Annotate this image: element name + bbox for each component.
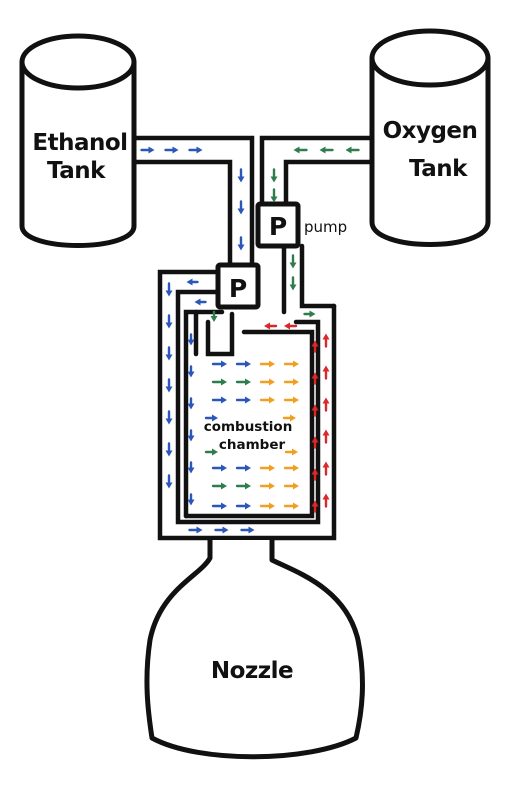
flow-arrow-icon xyxy=(211,378,227,386)
flow-arrow-icon xyxy=(140,146,155,154)
ethanol-tank-label-line2: Tank xyxy=(47,158,106,184)
flow-arrow-icon xyxy=(283,360,299,368)
flow-arrow-icon xyxy=(187,333,195,346)
flow-arrow-icon xyxy=(259,396,275,404)
flow-arrow-icon xyxy=(311,372,319,385)
flow-arrow-icon xyxy=(259,360,275,368)
pump-label: pump xyxy=(304,218,347,236)
flow-arrow-icon xyxy=(283,396,299,404)
flow-arrow-icon xyxy=(284,448,298,456)
flow-arrow-icon xyxy=(165,282,173,297)
flow-arrow-icon xyxy=(259,378,275,386)
flow-arrow-icon xyxy=(282,414,296,422)
flow-arrow-icon xyxy=(259,482,275,490)
flow-arrow-icon xyxy=(188,146,203,154)
flow-arrow-icon xyxy=(283,482,299,490)
oxygen-pump-symbol: P xyxy=(269,212,287,241)
flow-arrow-icon xyxy=(237,168,245,183)
flow-arrow-icon xyxy=(211,360,227,368)
flow-arrow-icon xyxy=(283,502,299,510)
oxygen-tank-label-line2: Tank xyxy=(409,156,468,182)
flow-arrow-icon xyxy=(284,322,298,330)
cooling-jacket xyxy=(157,269,337,541)
flow-arrow-icon xyxy=(259,464,275,472)
flow-arrow-icon xyxy=(165,442,173,457)
oxygen-pipe xyxy=(259,135,375,315)
flow-arrow-icon xyxy=(186,278,199,286)
flow-arrow-icon xyxy=(235,396,251,404)
flow-arrow-icon xyxy=(345,146,360,154)
flow-arrow-icon xyxy=(311,404,319,417)
ethanol-pump: P xyxy=(215,262,261,310)
flow-arrow-icon xyxy=(211,482,227,490)
oxygen-tank: Oxygen Tank xyxy=(369,28,491,247)
flow-arrow-icon xyxy=(322,365,330,380)
flow-arrow-icon xyxy=(235,360,251,368)
nozzle: Nozzle xyxy=(144,537,365,760)
flow-arrow-icon xyxy=(289,276,297,291)
chamber-label-line2: chamber xyxy=(219,437,286,453)
flow-arrow-icon xyxy=(211,502,227,510)
flow-arrow-icon xyxy=(194,298,207,306)
flow-arrow-icon xyxy=(322,429,330,444)
flow-arrow-icon xyxy=(283,464,299,472)
flow-arrow-icon xyxy=(204,414,218,422)
oxygen-pump: P xyxy=(255,201,301,249)
flow-arrow-icon xyxy=(165,378,173,393)
flow-arrow-icon xyxy=(188,526,203,534)
flow-arrow-icon xyxy=(165,346,173,361)
flow-arrow-icon xyxy=(322,397,330,412)
flow-arrow-icon xyxy=(303,310,316,318)
combustion-chamber: combustion chamber xyxy=(204,419,293,453)
ethanol-tank: Ethanol Tank xyxy=(19,33,137,248)
flow-arrow-icon xyxy=(259,502,275,510)
flow-arrow-icon xyxy=(211,464,227,472)
flow-arrow-icon xyxy=(235,464,251,472)
flow-arrow-icon xyxy=(165,410,173,425)
flow-arrow-icon xyxy=(210,310,218,322)
flow-arrow-icon xyxy=(264,322,278,330)
nozzle-label: Nozzle xyxy=(211,658,293,684)
flow-arrow-icon xyxy=(235,502,251,510)
flow-arrow-icon xyxy=(237,200,245,215)
flow-arrow-icon xyxy=(187,365,195,378)
flow-arrow-icon xyxy=(237,236,245,251)
flow-arrow-icon xyxy=(289,254,297,269)
chamber-label-line1: combustion xyxy=(204,419,293,435)
flow-arrow-icon xyxy=(165,314,173,329)
flow-arrow-icon xyxy=(270,188,278,203)
flow-arrow-icon xyxy=(293,146,308,154)
flow-arrow-icon xyxy=(240,526,255,534)
flow-arrow-icon xyxy=(214,526,229,534)
flow-arrow-icon xyxy=(311,436,319,449)
flow-arrow-icon xyxy=(283,378,299,386)
ethanol-pump-symbol: P xyxy=(229,274,247,303)
flow-arrow-icon xyxy=(322,493,330,508)
ethanol-tank-label-line1: Ethanol xyxy=(32,130,127,156)
flow-arrow-icon xyxy=(187,397,195,410)
flow-arrow-icon xyxy=(165,474,173,489)
flow-arrow-icon xyxy=(164,146,179,154)
flow-arrow-icon xyxy=(270,168,278,183)
flow-arrow-icon xyxy=(187,493,195,506)
flow-arrow-icon xyxy=(322,333,330,348)
flow-arrow-icon xyxy=(204,448,218,456)
oxygen-tank-label-line1: Oxygen xyxy=(383,118,478,144)
flow-arrows xyxy=(140,146,360,534)
flow-arrow-icon xyxy=(187,429,195,442)
flow-arrow-icon xyxy=(311,340,319,353)
flow-arrow-icon xyxy=(322,461,330,476)
flow-arrow-icon xyxy=(235,482,251,490)
flow-arrow-icon xyxy=(311,500,319,513)
flow-arrow-icon xyxy=(211,396,227,404)
flow-arrow-icon xyxy=(187,461,195,474)
flow-arrow-icon xyxy=(311,468,319,481)
flow-arrow-icon xyxy=(235,378,251,386)
flow-arrow-icon xyxy=(319,146,334,154)
ethanol-pipe xyxy=(131,135,255,268)
